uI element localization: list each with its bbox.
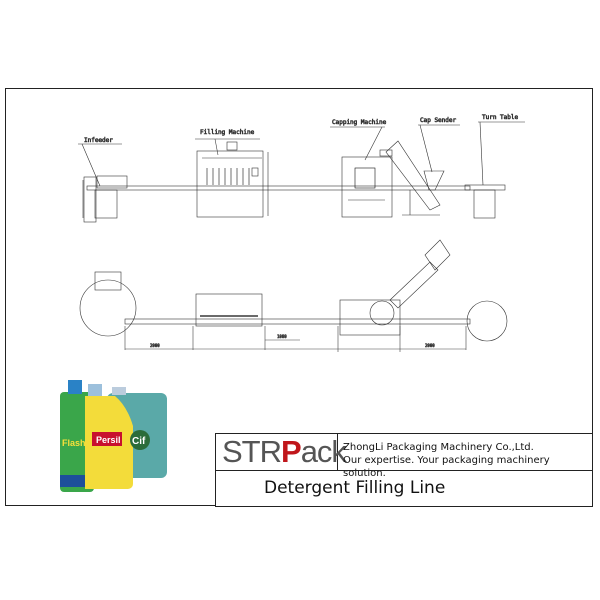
label-turn-table: Turn Table <box>482 114 519 121</box>
logo-cell: STRPack <box>216 434 347 470</box>
drawing-title: Detergent Filling Line <box>264 478 446 498</box>
filling-machine-plan <box>195 293 263 327</box>
turn-table-plan <box>466 300 508 342</box>
brand-cif: Cif <box>132 436 146 447</box>
company-info: ZhongLi Packaging Machinery Co.,Ltd. Our… <box>343 441 592 480</box>
brand-persil: Persil <box>96 435 121 445</box>
label-filling-machine: Filling Machine <box>200 129 255 136</box>
dimension-2: 1080 <box>277 334 287 339</box>
label-capping-machine: Capping Machine <box>332 119 387 126</box>
filling-machine <box>196 141 269 218</box>
conveyor-elevation <box>86 185 471 191</box>
capping-machine <box>341 149 393 218</box>
turn-table <box>464 184 506 219</box>
label-cap-sender: Cap Sender <box>420 117 457 124</box>
title-divider <box>216 470 592 471</box>
cap-elevator-plan <box>389 261 439 309</box>
plan-view: 2000 1080 2000 <box>79 239 508 352</box>
company-slogan: Our expertise. Your packaging machinery … <box>343 455 550 479</box>
cap-sender <box>385 140 445 216</box>
capping-machine-plan <box>339 299 401 336</box>
dimension-1: 2000 <box>150 343 160 348</box>
infeeder-machine <box>82 175 128 223</box>
title-block: STRPack ZhongLi Packaging Machinery Co.,… <box>215 433 593 507</box>
label-infeeder: Infeeder <box>84 137 113 144</box>
infeed-turntable-plan <box>79 279 137 337</box>
strpack-logo: STRPack <box>222 434 347 469</box>
conveyor-plan <box>124 318 471 325</box>
brand-flash: Flash <box>62 438 86 448</box>
company-name: ZhongLi Packaging Machinery Co.,Ltd. <box>343 442 534 453</box>
product-bottles-image: Persil Flash Cif <box>60 380 167 492</box>
dimension-3: 2000 <box>425 343 435 348</box>
elevation-view: Infeeder Filling Machine Capping Machine… <box>78 114 525 223</box>
